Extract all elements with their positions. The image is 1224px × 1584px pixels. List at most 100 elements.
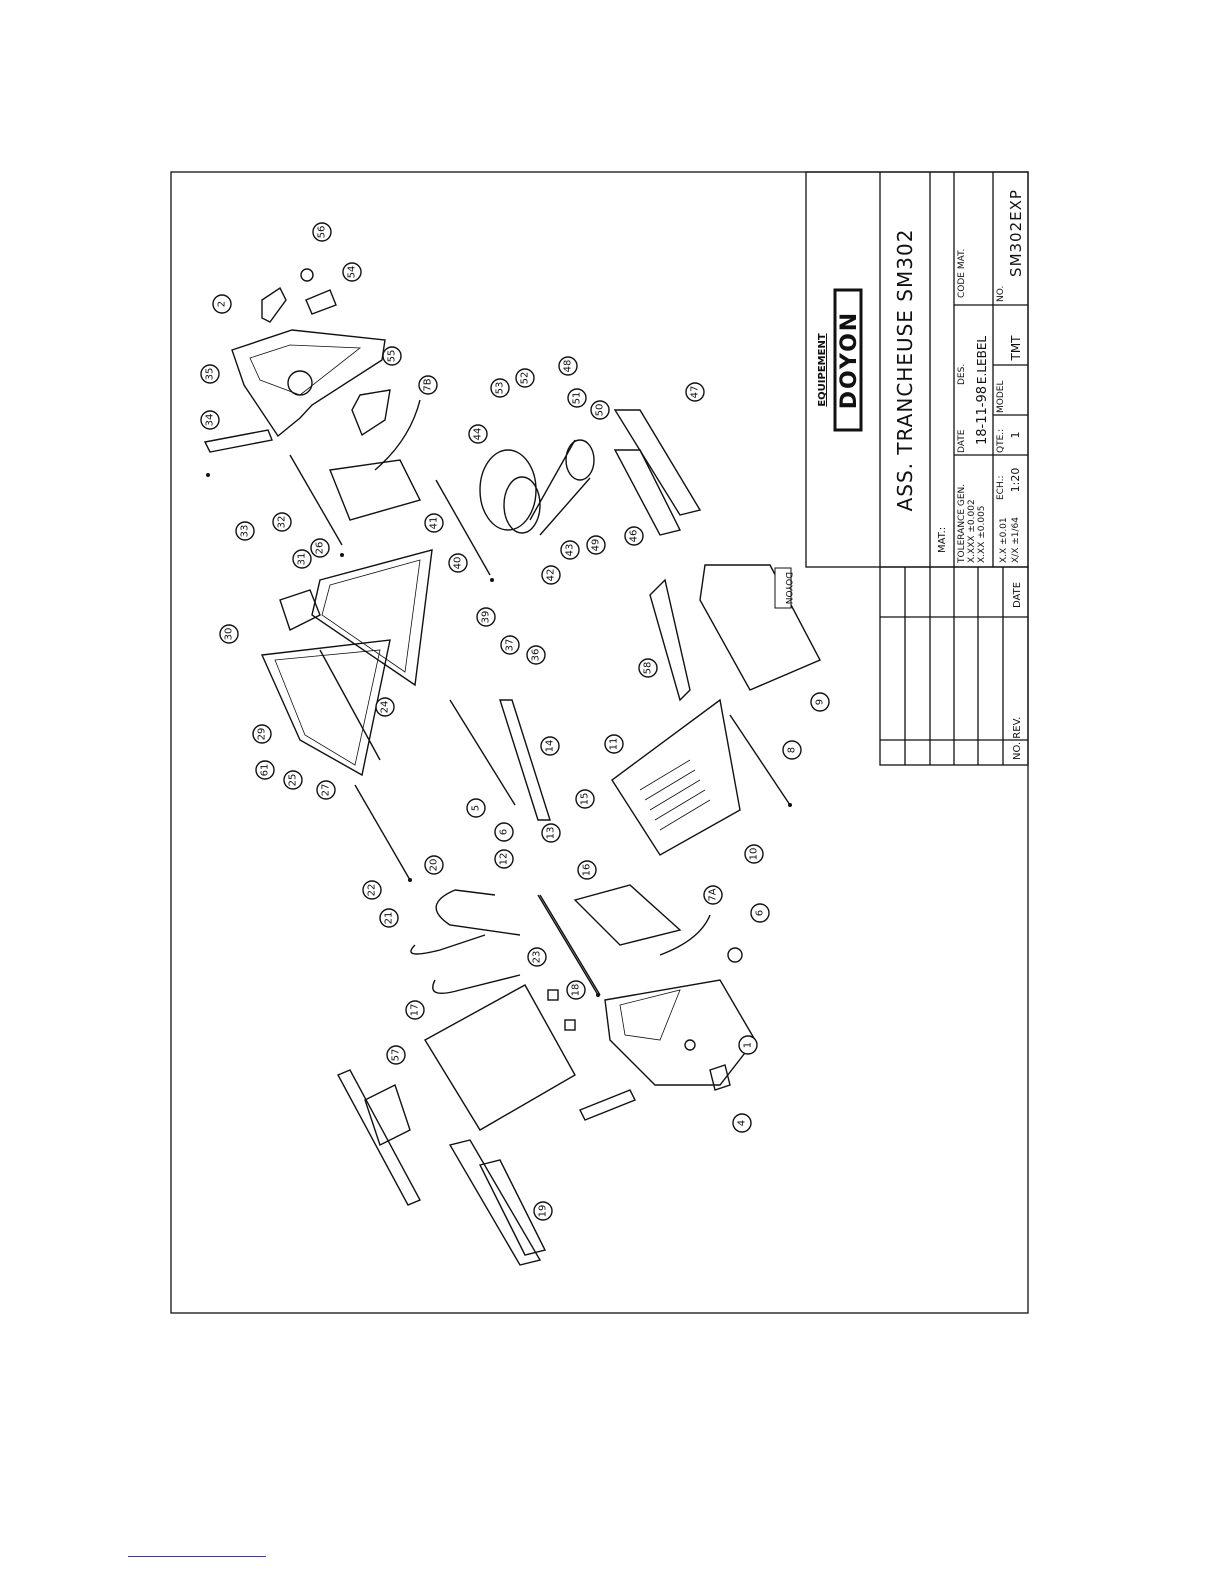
- svg-text:13: 13: [546, 827, 557, 840]
- svg-text:1: 1: [743, 1042, 754, 1048]
- svg-text:49: 49: [591, 539, 602, 552]
- title-block: EQUIPEMENT DOYON ASS. TRANCHEUSE SM302 M…: [805, 171, 1029, 568]
- tolerance-4: X/X ±1/64: [1011, 517, 1021, 563]
- callout-53: 53: [490, 378, 510, 398]
- callout-21: 21: [379, 908, 399, 928]
- no-label: NO.: [996, 286, 1006, 302]
- callout-16: 16: [577, 860, 597, 880]
- svg-text:22: 22: [367, 884, 378, 897]
- svg-text:57: 57: [391, 1049, 402, 1062]
- footer-link-underline[interactable]: [128, 1556, 266, 1557]
- callout-61: 61: [255, 760, 275, 780]
- svg-text:50: 50: [595, 404, 606, 417]
- svg-text:10: 10: [749, 848, 760, 861]
- svg-text:9: 9: [815, 699, 826, 705]
- callout-32: 32: [272, 512, 292, 532]
- callout-23: 23: [527, 947, 547, 967]
- callout-26: 26: [310, 538, 330, 558]
- svg-text:41: 41: [429, 517, 440, 530]
- ech-value: 1:20: [1009, 468, 1022, 493]
- svg-text:43: 43: [565, 544, 576, 557]
- callout-4: 4: [732, 1113, 752, 1133]
- no-value: SM302EXP: [1007, 189, 1025, 277]
- callout-42: 42: [541, 565, 561, 585]
- rev-date-label: DATE: [1012, 582, 1023, 608]
- callout-46: 46: [624, 526, 644, 546]
- callout-8: 8: [782, 740, 802, 760]
- mat-label: MAT.:: [937, 527, 948, 553]
- svg-text:40: 40: [453, 557, 464, 570]
- svg-text:31: 31: [297, 553, 308, 566]
- svg-text:14: 14: [545, 740, 556, 753]
- callout-43: 43: [560, 540, 580, 560]
- callout-37: 37: [500, 635, 520, 655]
- svg-text:32: 32: [277, 516, 288, 529]
- des-value: E.LEBEL: [975, 336, 989, 384]
- svg-text:25: 25: [288, 774, 299, 787]
- callout-56: 56: [312, 222, 332, 242]
- svg-text:46: 46: [629, 530, 640, 543]
- callout-29: 29: [252, 724, 272, 744]
- callouts: 5654235557B34333231264140535248515044473…: [200, 222, 830, 1221]
- svg-text:7A: 7A: [708, 888, 719, 901]
- svg-text:12: 12: [499, 853, 510, 866]
- ech-label: ECH.:: [996, 476, 1006, 500]
- qte-value: 1: [1009, 432, 1022, 439]
- callout-7B: 7B: [418, 375, 438, 395]
- svg-text:8: 8: [787, 747, 798, 753]
- doyon-logo: DOYON: [833, 288, 863, 432]
- svg-text:61: 61: [260, 764, 271, 777]
- svg-text:30: 30: [224, 628, 235, 641]
- svg-text:5: 5: [471, 805, 482, 811]
- callout-35: 35: [200, 364, 220, 384]
- callout-31: 31: [292, 549, 312, 569]
- callout-50: 50: [590, 400, 610, 420]
- svg-text:51: 51: [572, 392, 583, 405]
- callout-39: 39: [476, 607, 496, 627]
- side-label-doyon: DOYON: [774, 567, 793, 609]
- callout-27: 27: [316, 780, 336, 800]
- callout-25: 25: [283, 770, 303, 790]
- svg-text:37: 37: [505, 639, 516, 652]
- callout-1: 1: [738, 1035, 758, 1055]
- svg-text:17: 17: [410, 1004, 421, 1017]
- svg-text:11: 11: [609, 738, 620, 751]
- svg-text:35: 35: [205, 368, 216, 381]
- assembly-title: ASS. TRANCHEUSE SM302: [893, 229, 917, 512]
- svg-text:16: 16: [582, 864, 593, 877]
- svg-text:20: 20: [429, 859, 440, 872]
- callout-11: 11: [604, 734, 624, 754]
- svg-text:48: 48: [563, 360, 574, 373]
- callout-33: 33: [235, 521, 255, 541]
- callout-58: 58: [638, 658, 658, 678]
- svg-text:24: 24: [380, 701, 391, 714]
- callout-47: 47: [685, 382, 705, 402]
- model-label: MODEL: [996, 381, 1006, 413]
- callout-10: 10: [744, 844, 764, 864]
- svg-text:7B: 7B: [423, 378, 434, 391]
- callout-30: 30: [219, 624, 239, 644]
- model-value: TMT: [1009, 335, 1023, 362]
- svg-text:27: 27: [321, 784, 332, 797]
- callout-55: 55: [382, 346, 402, 366]
- callout-6: 6: [494, 822, 514, 842]
- tolerance-label: TOLERANCE GEN.: [957, 484, 967, 564]
- svg-text:29: 29: [257, 728, 268, 741]
- callout-44: 44: [468, 424, 488, 444]
- callout-20: 20: [424, 855, 444, 875]
- svg-text:44: 44: [473, 428, 484, 441]
- callout-24: 24: [375, 697, 395, 717]
- svg-text:33: 33: [240, 525, 251, 538]
- callout-49: 49: [586, 535, 606, 555]
- date-label: DATE: [957, 429, 967, 453]
- callout-5: 5: [466, 798, 486, 818]
- svg-text:56: 56: [317, 226, 328, 239]
- svg-text:DOYON: DOYON: [783, 572, 793, 604]
- svg-text:47: 47: [690, 386, 701, 399]
- callout-36: 36: [526, 645, 546, 665]
- callout-6: 6: [750, 903, 770, 923]
- callout-57: 57: [386, 1045, 406, 1065]
- svg-text:6: 6: [499, 829, 510, 835]
- svg-text:34: 34: [205, 414, 216, 427]
